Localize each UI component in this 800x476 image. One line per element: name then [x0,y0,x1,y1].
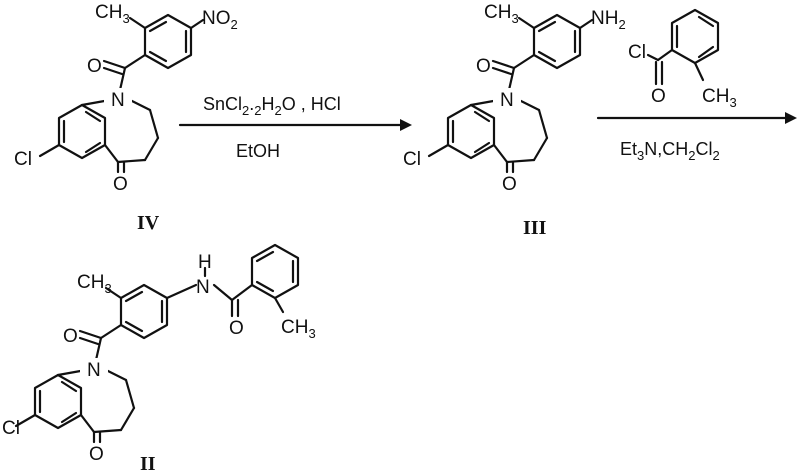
ring-nitrogen-label: N [500,90,514,111]
ring-nitrogen-label: N [111,90,125,111]
arrowhead-icon [785,112,797,124]
amide-oxygen-label: O [476,56,491,77]
compound-iii: N O O Cl CH3 NH2 III [403,2,626,239]
compound-iv: N O O Cl CH3 NO2 IV [14,2,238,234]
arrow-1-solvent: EtOH [236,141,280,161]
ketone-oxygen-label: O [502,174,517,195]
arrow-2-conditions: Et3N,CH2Cl2 [620,139,720,163]
amide-nh-h-label: H [198,252,212,273]
nitro-label: NO2 [202,8,238,32]
carbonyl-oxygen-label: O [651,86,666,107]
amide-nh-n-label: N [196,277,210,298]
amide-oxygen-2-label: O [229,318,244,339]
chloro-label: Cl [2,418,20,439]
compound-label-ii: II [140,453,156,475]
arrowhead-icon [400,119,412,131]
methyl-label: CH3 [95,2,130,26]
ketone-oxygen-label: O [89,444,104,465]
methyl-label: CH3 [484,2,519,26]
ketone-oxygen-label: O [113,174,128,195]
chloro-label: Cl [14,149,32,170]
compound-label-iv: IV [137,212,160,234]
arrow-1-reagents: SnCl2.2H2O , HCl [203,94,341,118]
methyl-label: CH3 [702,86,737,110]
reaction-arrow-2: Et3N,CH2Cl2 [596,112,797,163]
chloro-label: Cl [403,149,421,170]
ring-nitrogen-label: N [87,360,101,381]
methyl-label: CH3 [77,272,112,296]
reagent-2-methylbenzoyl-chloride: Cl O CH3 [628,8,737,110]
acyl-chloro-label: Cl [628,42,646,63]
reaction-arrow-1: SnCl2.2H2O , HCl EtOH [178,94,412,161]
compound-label-iii: III [523,217,547,239]
amine-label: NH2 [591,8,626,32]
amide-oxygen-label: O [63,326,78,347]
methyl-2-label: CH3 [281,317,316,341]
compound-ii: N O O Cl CH3 H N O CH3 II [2,243,316,475]
amide-oxygen-label: O [87,56,102,77]
